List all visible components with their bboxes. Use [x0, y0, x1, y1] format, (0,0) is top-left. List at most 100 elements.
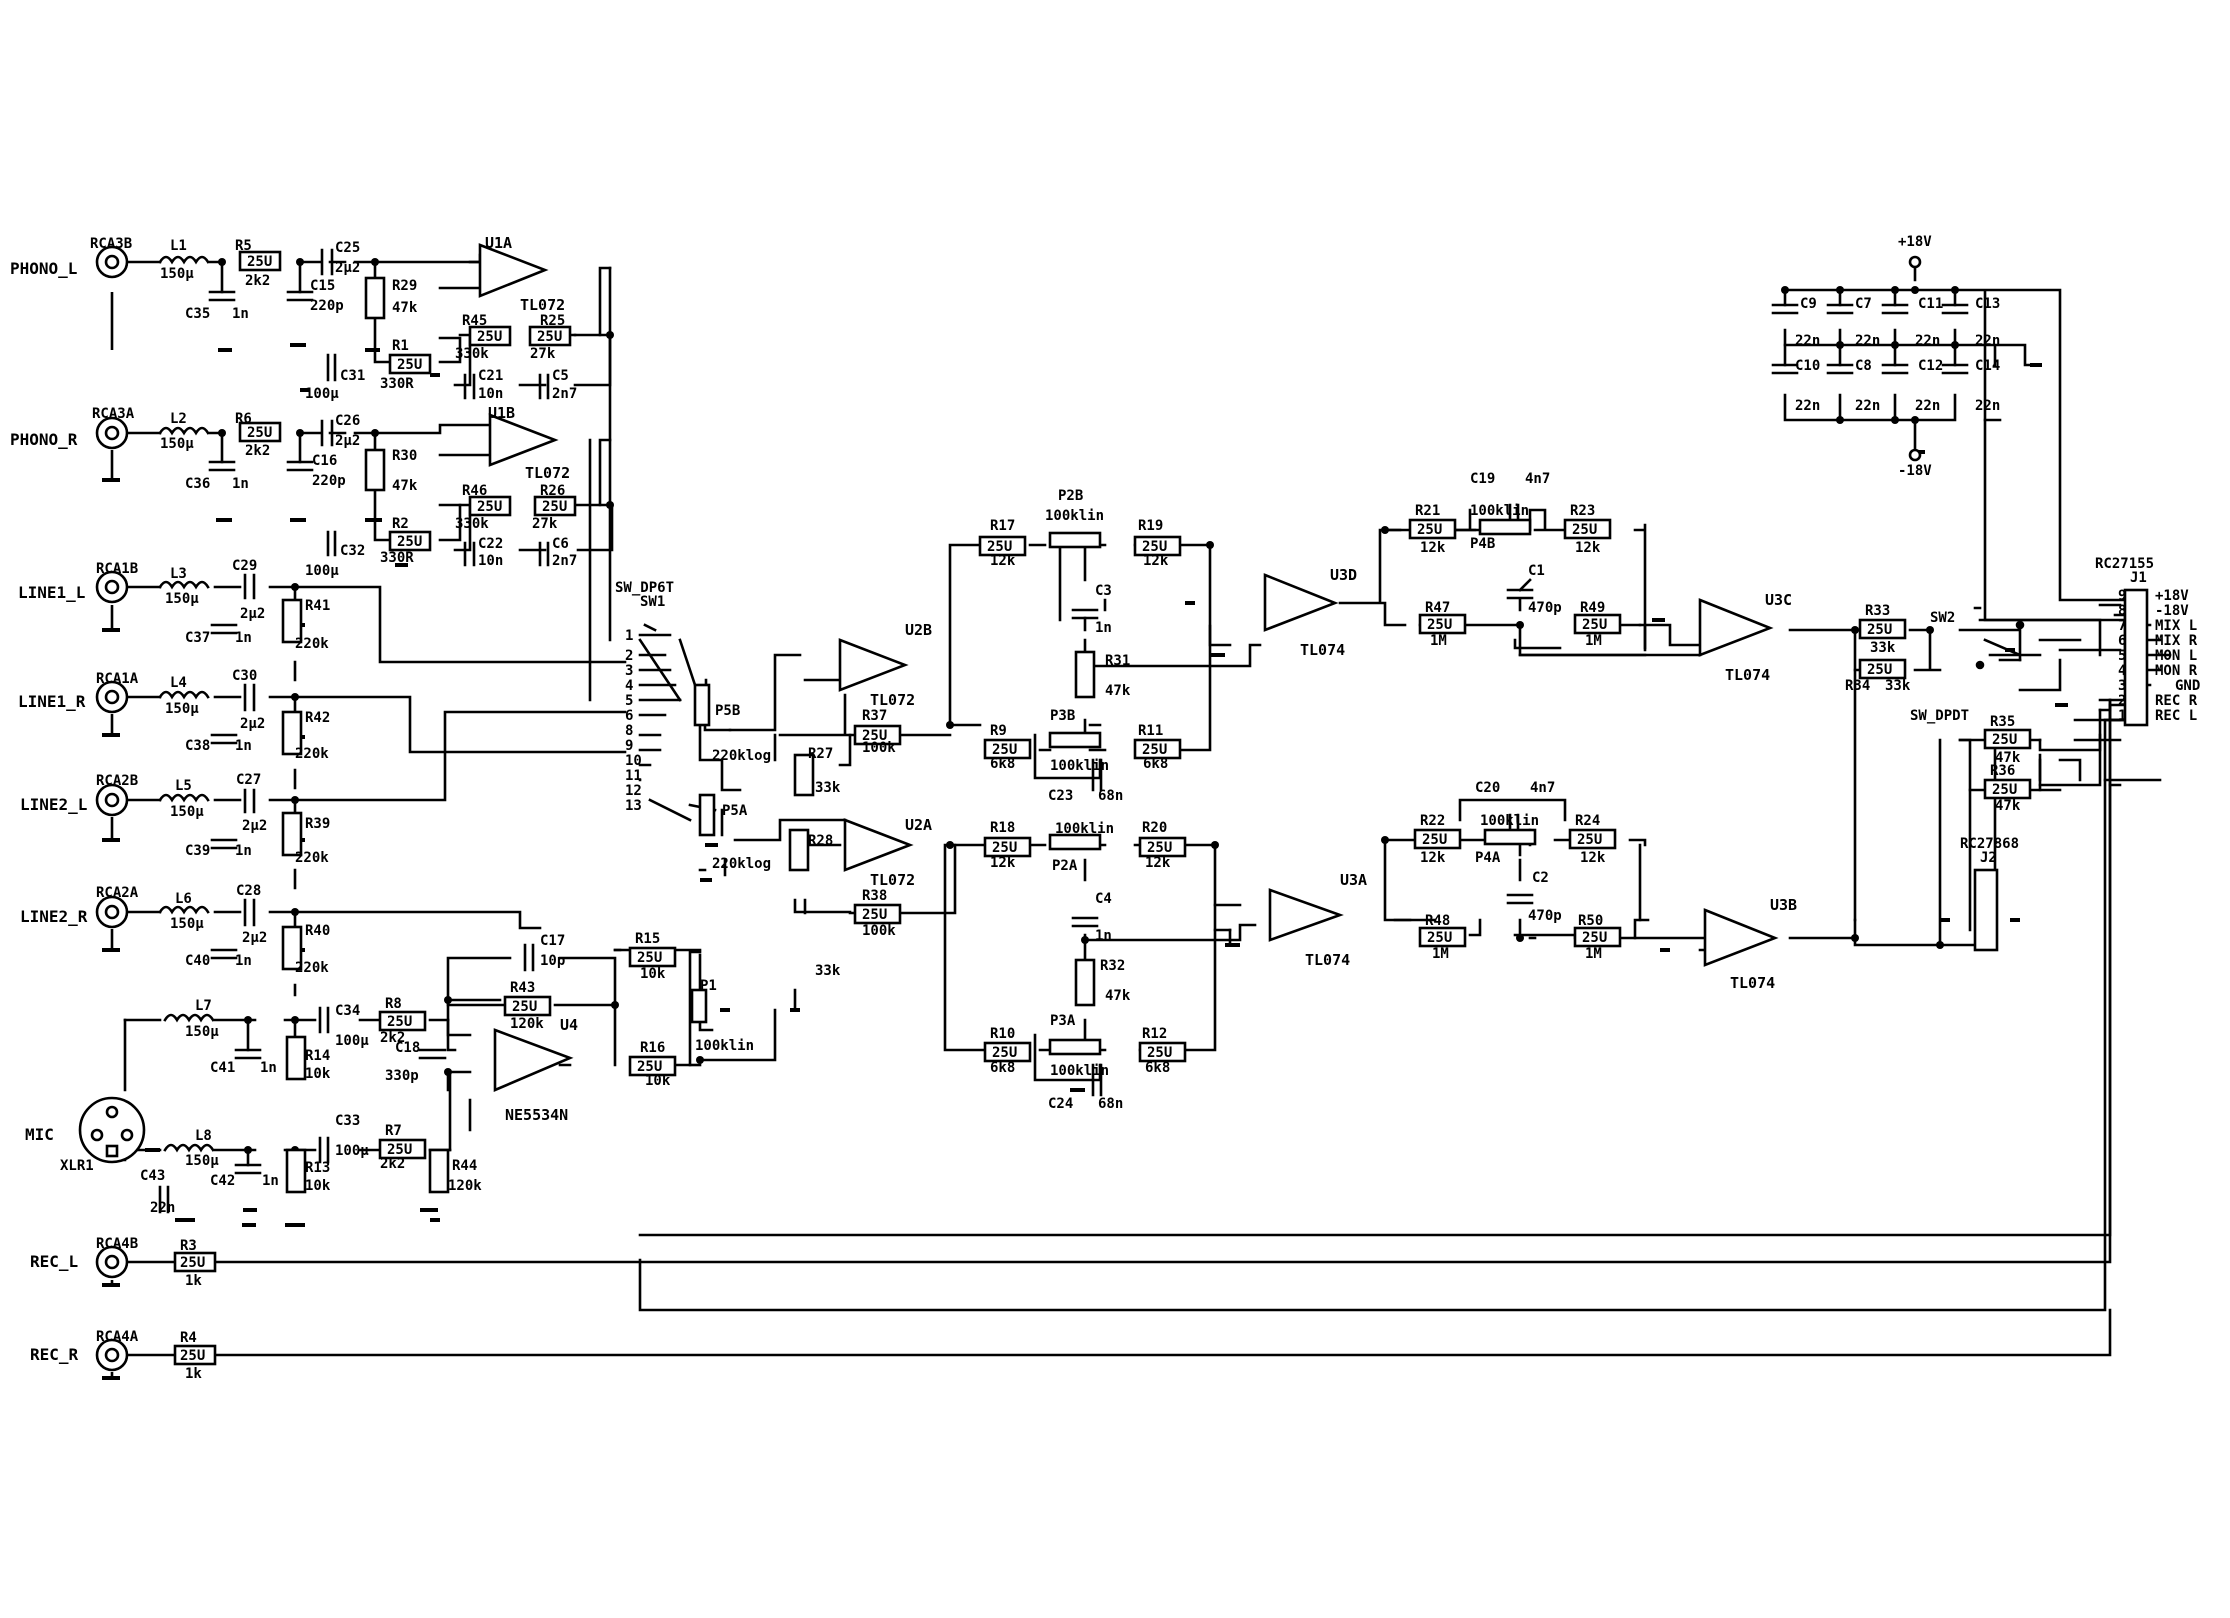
- label-rca1b: RCA1B: [96, 561, 138, 577]
- value-C15: 220p: [310, 298, 344, 314]
- value-R8: 2k2: [380, 1030, 405, 1046]
- label-R21: R21: [1415, 503, 1440, 519]
- label-R26: R26: [540, 483, 565, 499]
- value-C3: 1n: [1095, 620, 1112, 636]
- value-R36: 47k: [1995, 798, 2021, 814]
- value-C38: 1n: [235, 738, 252, 754]
- power-neg-terminal: [1908, 448, 1922, 462]
- res-R43: 25U: [512, 999, 537, 1015]
- value-R13: 10k: [305, 1178, 331, 1194]
- value-R50: 1M: [1585, 946, 1602, 962]
- j1-signal-neg: -18V: [2155, 603, 2189, 619]
- sw1-pin-9: 9: [625, 738, 633, 754]
- value-R18: 12k: [990, 855, 1016, 871]
- j1-pin-3: 3: [2118, 678, 2126, 694]
- component-labels: L1 150µ L2 150µ L3 150µ L4 150µ L5 150µ …: [140, 238, 2021, 1382]
- res-R10: 25U: [992, 1045, 1017, 1061]
- value-C40: 1n: [235, 953, 252, 969]
- label-C43: C43: [140, 1168, 165, 1184]
- sw1-pin-2: 2: [625, 648, 633, 664]
- res-R11: 25U: [1142, 742, 1167, 758]
- label-u3d: U3D: [1330, 566, 1357, 584]
- label-u3d-type: TL074: [1300, 641, 1345, 659]
- value-P3A: 100klin: [1050, 1063, 1109, 1079]
- value-C4: 1n: [1095, 928, 1112, 944]
- label-C30: C30: [232, 668, 257, 684]
- label-sw1-type: SW_DP6T: [615, 580, 674, 596]
- label-C5: C5: [552, 368, 569, 384]
- value-C43: 22n: [150, 1200, 175, 1216]
- value-R5: 2k2: [245, 273, 270, 289]
- label-R29: R29: [392, 278, 417, 294]
- label-C29: C29: [232, 558, 257, 574]
- label-R47: R47: [1425, 600, 1450, 616]
- label-L7: L7: [195, 998, 212, 1014]
- value-C32: 100µ: [305, 563, 339, 579]
- label-j1: J1: [2130, 570, 2147, 586]
- sw1-pin-11: 11: [625, 768, 642, 784]
- value-C12: 22n: [1915, 398, 1940, 414]
- res-R48: 25U: [1427, 930, 1452, 946]
- label-P5A: P5A: [722, 803, 748, 819]
- label-R28: R28: [808, 833, 833, 849]
- label-C15: C15: [310, 278, 335, 294]
- value-C2: 470p: [1528, 908, 1562, 924]
- value-R25: 27k: [530, 346, 556, 362]
- value-C16: 220p: [312, 473, 346, 489]
- value-R14: 10k: [305, 1066, 331, 1082]
- label-C8: C8: [1855, 358, 1872, 374]
- label-rca1a: RCA1A: [96, 671, 139, 687]
- value-C36: 1n: [232, 476, 249, 492]
- j2-connector: [1973, 868, 1999, 952]
- value-R12: 6k8: [1145, 1060, 1170, 1076]
- label-R19: R19: [1138, 518, 1163, 534]
- value-R1: 330R: [380, 376, 414, 392]
- resistors: [173, 250, 2032, 1366]
- label-C16: C16: [312, 453, 337, 469]
- value-L4: 150µ: [165, 701, 199, 717]
- value-C39: 1n: [235, 843, 252, 859]
- label-R24: R24: [1575, 813, 1600, 829]
- value-L8: 150µ: [185, 1153, 219, 1169]
- opamp-u2b: [838, 638, 909, 692]
- label-rca2a: RCA2A: [96, 885, 139, 901]
- res-R2: 25U: [397, 534, 422, 550]
- value-R29: 47k: [392, 300, 418, 316]
- label-P5B: P5B: [715, 703, 740, 719]
- label-P4A: P4A: [1475, 850, 1501, 866]
- label-R33: R33: [1865, 603, 1890, 619]
- label-C6: C6: [552, 536, 569, 552]
- value-C25: 2µ2: [335, 260, 360, 276]
- j1-pin-2: 2: [2118, 693, 2126, 709]
- switch-sw1: [638, 620, 2025, 822]
- label-R7: R7: [385, 1123, 402, 1139]
- j1-pin-7: 7: [2118, 618, 2126, 634]
- value-R45: 330k: [455, 346, 489, 362]
- res-R3: 25U: [180, 1255, 205, 1271]
- value-C13: 22n: [1975, 333, 2000, 349]
- label-C28: C28: [236, 883, 261, 899]
- rca-jacks: [78, 245, 146, 1378]
- label-mic: MIC: [25, 1125, 54, 1144]
- label-R30: R30: [392, 448, 417, 464]
- label-R20: R20: [1142, 820, 1167, 836]
- res-R9: 25U: [992, 742, 1017, 758]
- label-C41: C41: [210, 1060, 235, 1076]
- res-R16: 25U: [637, 1059, 662, 1075]
- label-P2B: P2B: [1058, 488, 1083, 504]
- value-C28: 2µ2: [242, 930, 267, 946]
- value-P3B: 100klin: [1050, 758, 1109, 774]
- value-R31: 47k: [1105, 683, 1131, 699]
- junction-dots: [218, 258, 1959, 1154]
- j1-connector: [2123, 588, 2149, 727]
- value-P2A: 100klin: [1055, 821, 1114, 837]
- label-R1: R1: [392, 338, 409, 354]
- label-sw1: SW1: [640, 594, 665, 610]
- value-C1: 470p: [1528, 600, 1562, 616]
- res-R24: 25U: [1577, 832, 1602, 848]
- value-P5A: 220klog: [712, 856, 771, 872]
- sw1-pin-13: 13: [625, 798, 642, 814]
- label-C25: C25: [335, 240, 360, 256]
- value-R2: 330R: [380, 550, 414, 566]
